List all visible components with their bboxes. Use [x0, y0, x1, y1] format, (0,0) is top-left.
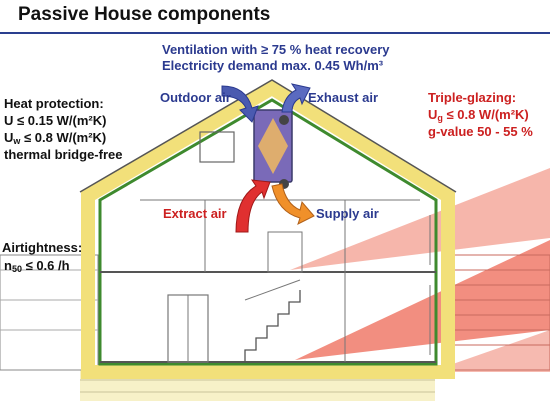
exhaust-air-arrow	[281, 83, 311, 113]
uw-value: ≤ 0.8 W/(m²K)	[20, 130, 107, 145]
n-subscript: 50	[11, 264, 22, 274]
uw-subscript: w	[13, 136, 21, 146]
n-symbol: n	[4, 258, 12, 273]
fan-icon	[279, 115, 289, 125]
roof-outline	[79, 79, 457, 193]
ug-symbol: U	[428, 107, 438, 122]
supply-air-arrow	[271, 183, 315, 225]
ventilation-line-2: Electricity demand max. 0.45 Wh/m³	[162, 58, 384, 73]
heat-exchanger-core	[258, 118, 288, 174]
exhaust-air-label: Exhaust air	[308, 90, 379, 105]
staircase	[244, 290, 301, 362]
u-symbol: U	[4, 113, 14, 128]
ug-value: ≤ 0.8 W/(m²K)	[442, 107, 529, 122]
ug-subscript: g	[437, 113, 443, 123]
ventilation-line-1: Ventilation with ≥ 75 % heat recovery	[162, 42, 390, 57]
heat-protection-uw: Uw ≤ 0.8 W/(m²K)	[4, 130, 106, 146]
extract-air-arrow	[235, 179, 271, 233]
page-title: Passive House components	[18, 4, 271, 25]
thermal-bridge-free: thermal bridge-free	[4, 147, 123, 162]
u-value: ≤ 0.15 W/(m²K)	[13, 113, 107, 128]
upper-door	[267, 231, 303, 273]
airtight-layer	[98, 98, 438, 366]
sun-ray-bottom	[430, 330, 550, 372]
insulation-envelope	[81, 79, 455, 379]
extract-air-label: Extract air	[163, 206, 227, 221]
g-value: g-value 50 - 55 %	[428, 124, 533, 139]
supply-air-label: Supply air	[316, 206, 379, 221]
sun-ray-upper	[290, 168, 550, 270]
outdoor-air-arrow	[221, 85, 259, 123]
n-value: ≤ 0.6 /h	[21, 258, 70, 273]
triple-glazing-ug: Ug ≤ 0.8 W/(m²K)	[428, 107, 529, 123]
heat-protection-heading: Heat protection:	[4, 96, 104, 111]
heat-protection-u: U ≤ 0.15 W/(m²K)	[4, 113, 106, 128]
uw-symbol: U	[4, 130, 14, 145]
outdoor-air-label: Outdoor air	[160, 90, 231, 105]
attic-window	[199, 131, 235, 163]
airtightness-heading: Airtightness:	[2, 240, 83, 255]
triple-glazing-heading: Triple-glazing:	[428, 90, 517, 105]
stair-rail	[244, 279, 301, 301]
airtightness-n50: n50 ≤ 0.6 /h	[4, 258, 70, 274]
